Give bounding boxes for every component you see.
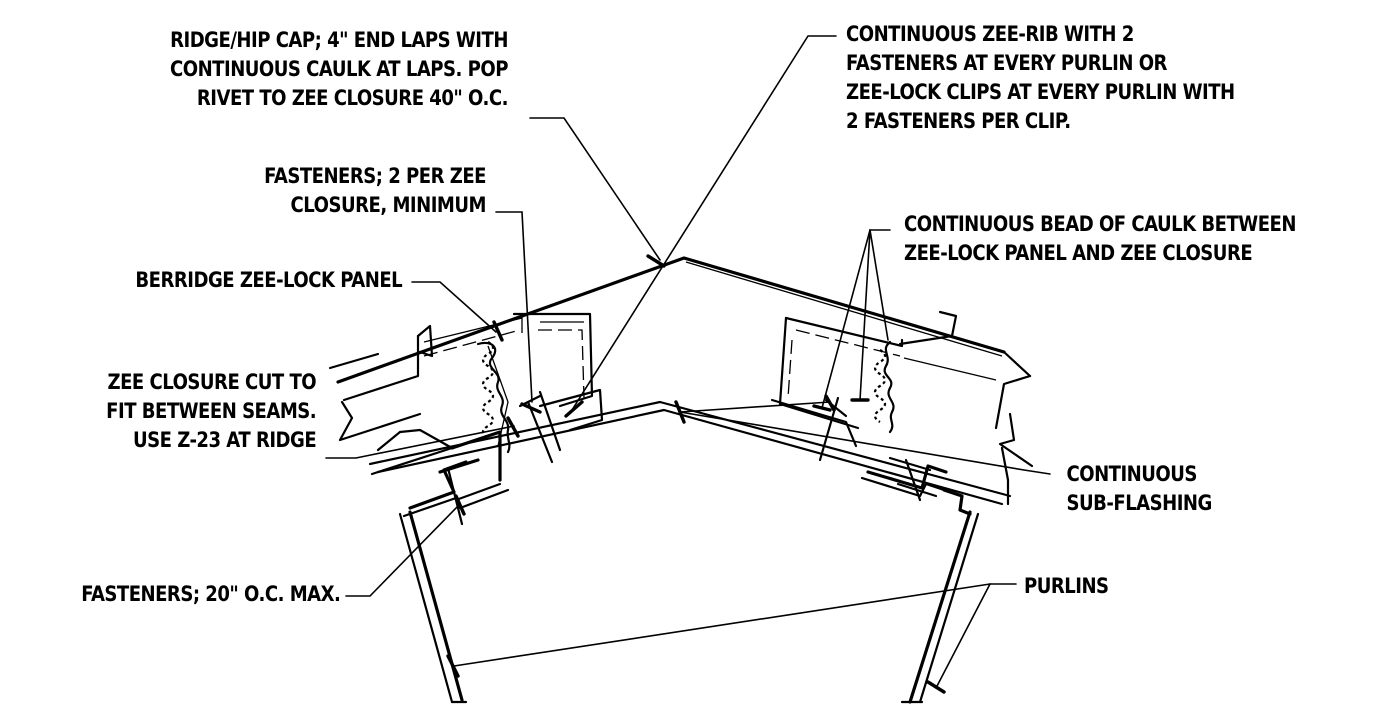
label-line: BERRIDGE ZEE-LOCK PANEL xyxy=(135,268,402,292)
label-line: FIT BETWEEN SEAMS. xyxy=(106,399,316,423)
label-purlins: PURLINS xyxy=(1024,572,1109,601)
label-line: CONTINUOUS CAULK AT LAPS. POP xyxy=(170,57,508,81)
label-sub-flashing: CONTINUOUS SUB-FLASHING xyxy=(1066,460,1213,518)
label-line: ZEE-LOCK CLIPS AT EVERY PURLIN WITH xyxy=(846,80,1235,104)
label-line: 2 FASTENERS PER CLIP. xyxy=(846,109,1071,133)
label-line: RIVET TO ZEE CLOSURE 40" O.C. xyxy=(196,86,509,110)
label-line: USE Z-23 AT RIDGE xyxy=(132,428,317,452)
label-fasteners-20: FASTENERS; 20" O.C. MAX. xyxy=(80,580,341,609)
label-line: FASTENERS; 2 PER ZEE xyxy=(264,164,486,188)
label-line: ZEE CLOSURE CUT TO xyxy=(107,370,317,394)
label-line: FASTENERS; 20" O.C. MAX. xyxy=(80,582,341,606)
label-fasteners-2-per-zee: FASTENERS; 2 PER ZEE CLOSURE, MINIMUM xyxy=(264,162,486,220)
label-line: PURLINS xyxy=(1024,574,1109,598)
ridge-cap xyxy=(328,256,1032,384)
label-line: ZEE-LOCK PANEL AND ZEE CLOSURE xyxy=(904,241,1253,265)
label-zee-rib: CONTINUOUS ZEE-RIB WITH 2 FASTENERS AT E… xyxy=(846,20,1235,136)
label-ridge-hip-cap: RIDGE/HIP CAP; 4" END LAPS WITH CONTINUO… xyxy=(170,26,508,113)
sub-flashing xyxy=(368,400,1012,506)
label-line: CONTINUOUS BEAD OF CAULK BETWEEN xyxy=(904,212,1296,236)
label-line: RIDGE/HIP CAP; 4" END LAPS WITH xyxy=(170,28,508,52)
label-berridge-panel: BERRIDGE ZEE-LOCK PANEL xyxy=(135,266,402,295)
label-line: CONTINUOUS xyxy=(1066,462,1198,486)
label-line: FASTENERS AT EVERY PURLIN OR xyxy=(846,51,1167,75)
label-line: CLOSURE, MINIMUM xyxy=(290,193,487,217)
leader-lines xyxy=(325,35,1051,694)
label-line: CONTINUOUS ZEE-RIB WITH 2 xyxy=(846,22,1134,46)
label-caulk-bead: CONTINUOUS BEAD OF CAULK BETWEEN ZEE-LOC… xyxy=(904,210,1296,268)
label-line: SUB-FLASHING xyxy=(1066,491,1213,515)
left-panel-assembly xyxy=(338,312,604,482)
right-purlin xyxy=(860,446,1010,704)
label-zee-closure: ZEE CLOSURE CUT TO FIT BETWEEN SEAMS. US… xyxy=(106,368,316,455)
